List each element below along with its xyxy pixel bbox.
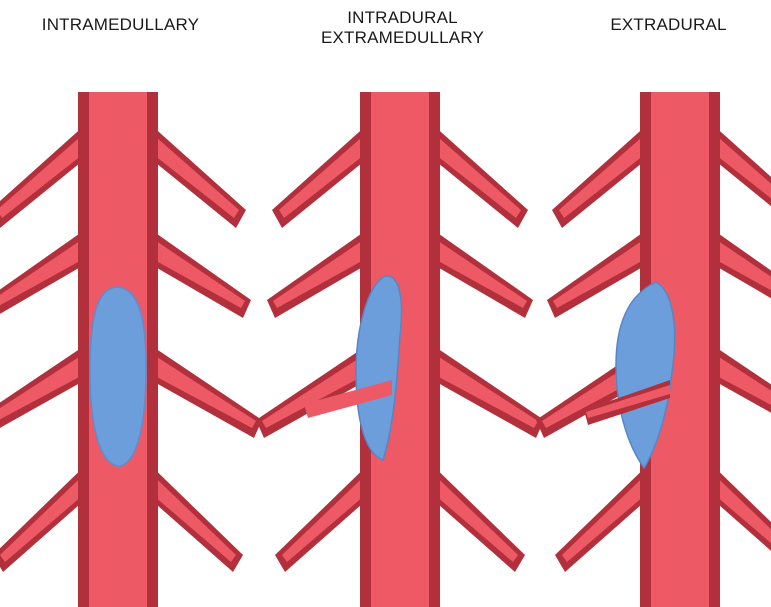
panel-extradural bbox=[536, 92, 771, 607]
panel-intramedullary bbox=[0, 92, 262, 607]
panel-intradural-extramedullary bbox=[256, 92, 544, 607]
lesion-intramedullary bbox=[90, 287, 146, 466]
